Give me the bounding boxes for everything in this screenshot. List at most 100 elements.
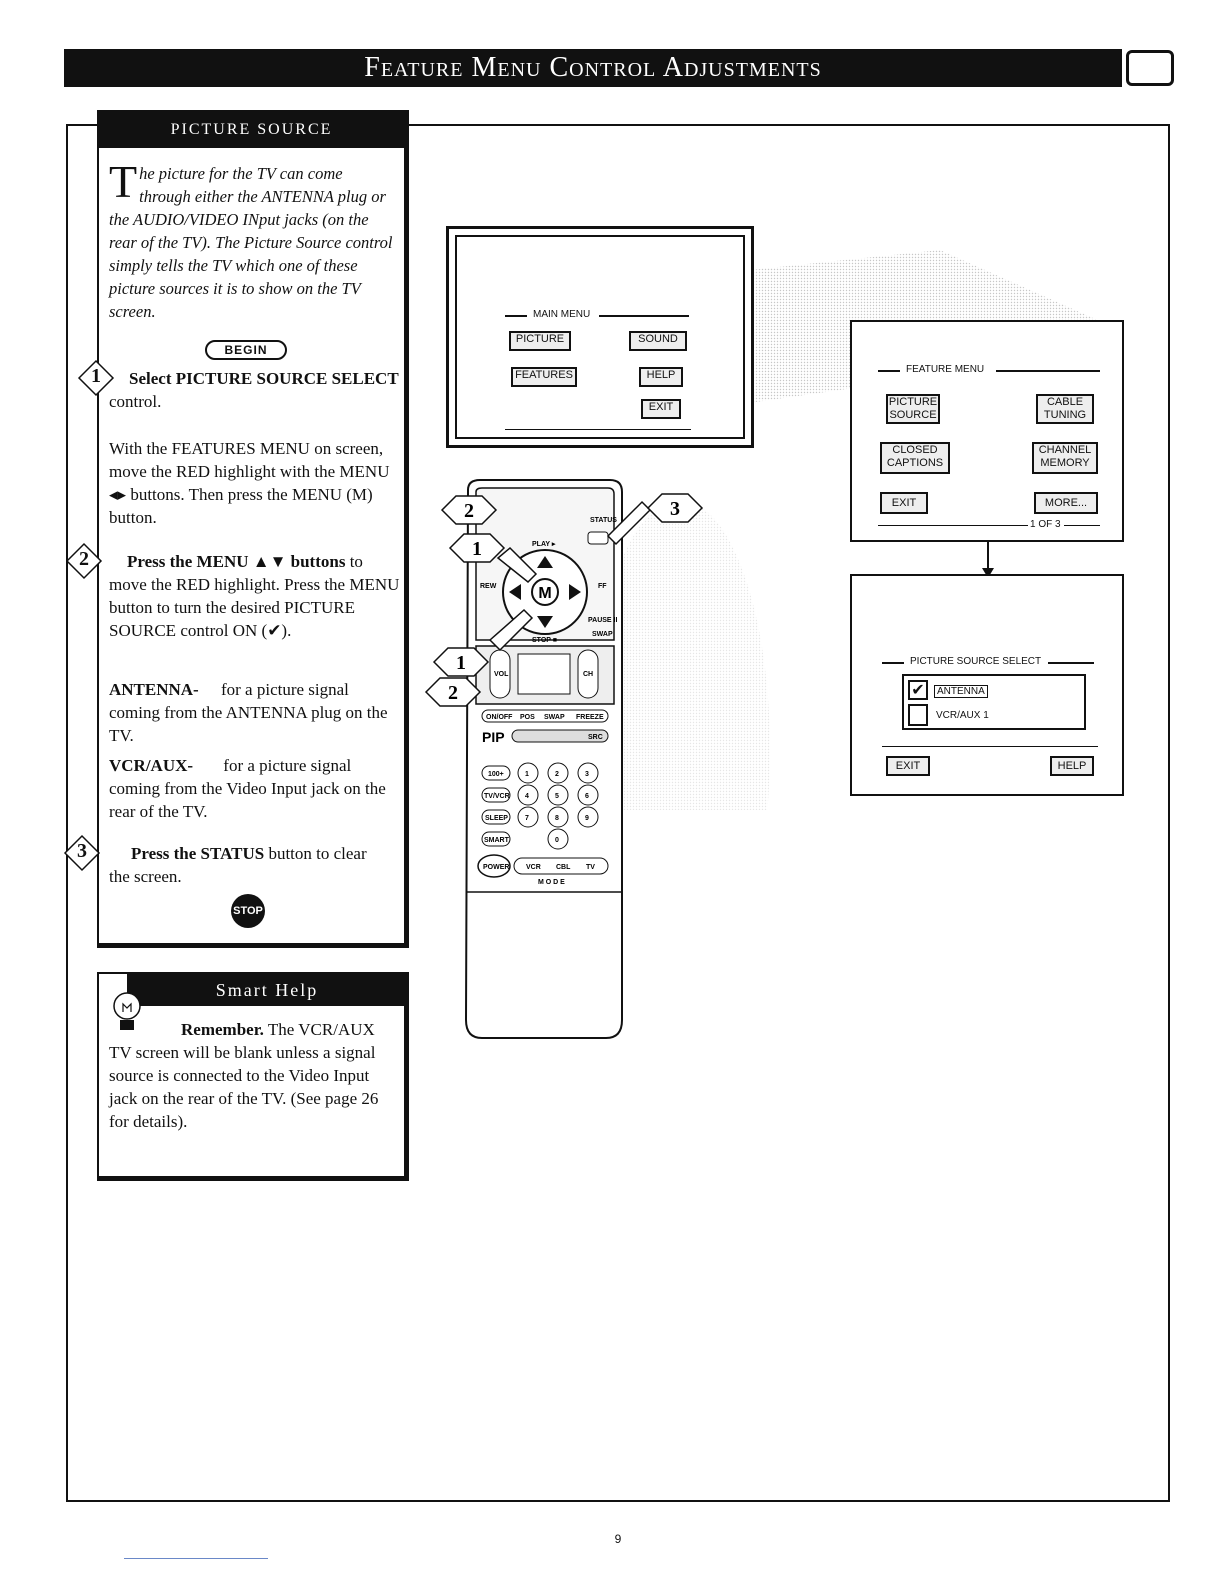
feature-exit-button[interactable]: EXIT (880, 492, 928, 514)
feature-page-indicator: 1 OF 3 (1030, 519, 1061, 530)
vcraux-option[interactable]: VCR/AUX 1 (936, 710, 989, 721)
digit-6-label: 6 (585, 793, 589, 800)
feature-cable-tuning-button[interactable]: CABLE TUNING (1036, 394, 1094, 424)
feature-more-button[interactable]: MORE... (1034, 492, 1098, 514)
stop-icon: STOP (231, 894, 265, 928)
vcraux-checkbox[interactable] (908, 704, 928, 726)
mode-cbl-label: CBL (556, 864, 571, 871)
remote-display (517, 653, 571, 695)
digit-9-button (577, 806, 599, 828)
mode-tv-label: TV (586, 864, 595, 871)
step-2-number: 2 (79, 548, 89, 570)
tvvcr-button (481, 787, 511, 803)
rew-label: REW (480, 583, 497, 590)
digit-3-label: 3 (585, 771, 589, 778)
pss-rule-bottom (882, 746, 1098, 747)
menu-up-icon (537, 556, 553, 568)
feature-menu-rule-bottom (878, 525, 1028, 526)
pss-label: PICTURE SOURCE SELECT (910, 656, 1042, 667)
menu-picture-button[interactable]: PICTURE (509, 331, 571, 351)
step-3-rest: button to clear the screen. (109, 844, 367, 886)
definition-vcraux-term: VCR/AUX- (109, 756, 194, 775)
pip-button-row (481, 709, 609, 723)
pip-label: PIP (482, 729, 505, 745)
step-1-text: Select PICTURE SOURCE SELECT control. (109, 367, 399, 413)
digit-keys: 1 2 3 4 5 6 7 8 9 0 (517, 762, 599, 850)
digit-1-label: 1 (525, 771, 529, 778)
smart-label: SMART (484, 837, 510, 844)
digit-0-button (547, 828, 569, 850)
intro-text: he picture for the TV can come through e… (109, 164, 393, 321)
pip-onoff-label: ON/OFF (486, 714, 513, 721)
smart-help-text: Remember. The VCR/AUX TV screen will be … (109, 1018, 401, 1133)
digit-3-button (577, 762, 599, 784)
vol-label: VOL (494, 671, 509, 678)
hand-pointer-3 (606, 500, 652, 546)
footer-link-underline (124, 1558, 268, 1559)
sleep-button (481, 809, 511, 825)
badge-3: 3 (646, 493, 704, 523)
antenna-option[interactable]: ANTENNA (934, 685, 988, 698)
stop-label: STOP ■ (532, 637, 557, 644)
smart-help-body: The VCR/AUX TV screen will be blank unle… (109, 1020, 379, 1131)
feature-picture-source-line2: SOURCE (889, 409, 937, 422)
pss-help-button[interactable]: HELP (1050, 756, 1094, 776)
digit-9-label: 9 (585, 815, 589, 822)
badge-1-bottom: 1 (432, 647, 490, 677)
feature-menu-rule-right (996, 370, 1100, 372)
page-title: Feature Menu Control Adjustments (364, 52, 822, 83)
menu-right-icon (569, 584, 581, 600)
digit-7-button (517, 806, 539, 828)
pss-rule-right (1048, 662, 1094, 664)
pause-label: PAUSE II (588, 617, 617, 624)
power-button (477, 854, 511, 878)
feature-cable-tuning-line2: TUNING (1043, 409, 1087, 422)
digit-7-label: 7 (525, 815, 529, 822)
badge-1-top: 1 (448, 533, 506, 563)
antenna-checkbox[interactable]: ✔ (908, 680, 928, 700)
feature-closed-captions-button[interactable]: CLOSED CAPTIONS (880, 442, 950, 474)
feature-picture-source-button[interactable]: PICTURE SOURCE (886, 394, 940, 424)
digit-8-button (547, 806, 569, 828)
menu-m-button (531, 578, 559, 606)
step-1-diamond-icon: 1 (77, 359, 115, 397)
step-1-number: 1 (91, 365, 101, 387)
key-100-button (481, 765, 511, 781)
menu-features-button[interactable]: FEATURES (511, 367, 577, 387)
menu-m-label: M (538, 585, 551, 602)
feature-menu-rule-left (878, 370, 900, 372)
pss-rule-left (882, 662, 904, 664)
digit-6-button (577, 784, 599, 806)
svg-text:1: 1 (456, 652, 466, 674)
menu-sound-button[interactable]: SOUND (629, 331, 687, 351)
badge-2-bottom: 2 (424, 677, 482, 707)
begin-icon: BEGIN (205, 340, 287, 360)
ch-label: CH (583, 671, 593, 678)
digit-2-label: 2 (555, 771, 559, 778)
src-label: SRC (588, 734, 603, 741)
play-label: PLAY ▸ (532, 541, 556, 548)
pip-slider (511, 729, 609, 743)
feature-closed-captions-line2: CAPTIONS (886, 457, 944, 470)
pip-pos-label: POS (520, 714, 535, 721)
mode-vcr-label: VCR (526, 864, 541, 871)
feature-channel-memory-button[interactable]: CHANNEL MEMORY (1032, 442, 1098, 474)
svg-text:3: 3 (670, 498, 680, 520)
definition-vcraux-desc: for a picture signal coming from the Vid… (109, 756, 386, 821)
section-tab (1126, 50, 1174, 86)
swap-label: SWAP (592, 631, 613, 638)
definition-vcraux: VCR/AUX- for a picture signal coming fro… (109, 754, 399, 823)
step-2-diamond-icon: 2 (65, 542, 103, 580)
digit-2-button (547, 762, 569, 784)
page-title-bar: Feature Menu Control Adjustments (64, 49, 1122, 87)
feature-menu-rule-bottom-right (1064, 525, 1100, 526)
picture-source-heading: PICTURE SOURCE (99, 112, 404, 148)
status-label: STATUS (590, 517, 617, 524)
menu-help-button[interactable]: HELP (639, 367, 683, 387)
main-menu-rule-bottom (505, 429, 691, 430)
digit-4-button (517, 784, 539, 806)
menu-exit-button[interactable]: EXIT (641, 399, 681, 419)
pss-exit-button[interactable]: EXIT (886, 756, 930, 776)
menu-down-icon (537, 616, 553, 628)
